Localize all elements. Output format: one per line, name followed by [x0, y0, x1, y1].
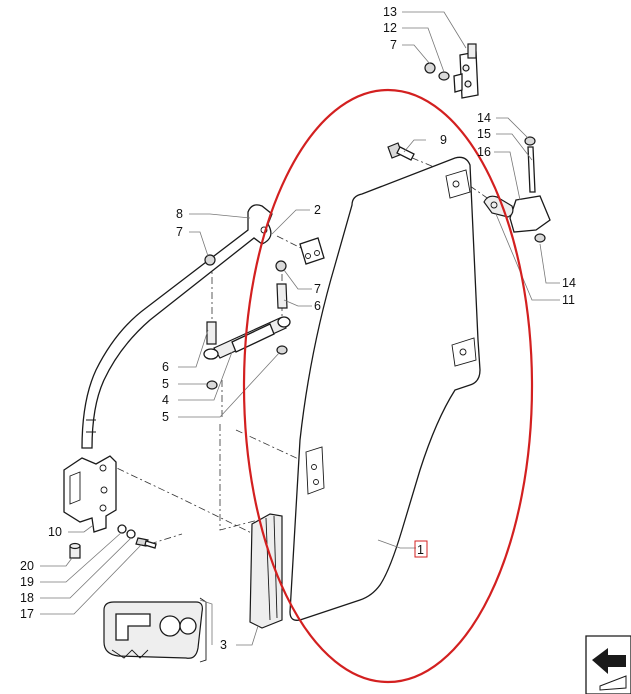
door-glass-panel [289, 156, 481, 621]
callout-10: 10 [48, 525, 62, 539]
seal-profile-icon [103, 601, 203, 659]
callout-8: 8 [176, 207, 183, 221]
callout-4: 4 [162, 393, 169, 407]
fasteners-17-20 [69, 524, 157, 559]
callout-6-left: 6 [162, 360, 169, 374]
callout-3: 3 [220, 638, 227, 652]
seal-strip-3 [249, 513, 283, 629]
callout-13: 13 [383, 5, 397, 19]
callout-6-right: 6 [314, 299, 321, 313]
callout-20: 20 [20, 559, 34, 573]
callout-19: 19 [20, 575, 34, 589]
callout-18: 18 [20, 591, 34, 605]
callout-14-bottom: 14 [562, 276, 576, 290]
highlight-markup [242, 88, 534, 684]
callout-labels: 13 12 7 9 14 15 16 14 11 8 7 2 7 6 6 5 4… [20, 5, 576, 652]
callout-2: 2 [314, 203, 321, 217]
callout-1: 1 [417, 543, 424, 557]
callout-14-top: 14 [477, 111, 491, 125]
callout-7-top: 7 [390, 38, 397, 52]
gas-strut-assembly [203, 254, 291, 390]
callout-11: 11 [562, 293, 575, 307]
leader-lines [40, 11, 560, 646]
callout-15: 15 [477, 127, 491, 141]
callout-7-mid: 7 [314, 282, 321, 296]
arrow-nav-icon[interactable] [585, 635, 631, 694]
callout-9: 9 [440, 133, 447, 147]
highlight-label-box [414, 540, 428, 558]
callout-7-left: 7 [176, 225, 183, 239]
highlight-ellipse [242, 88, 534, 684]
callout-16: 16 [477, 145, 491, 159]
callout-5-upper: 5 [162, 377, 169, 391]
callout-17: 17 [20, 607, 34, 621]
hinge-plate-10 [63, 455, 117, 533]
callout-5-lower: 5 [162, 410, 169, 424]
bracket-2 [299, 237, 325, 265]
callout-12: 12 [383, 21, 397, 35]
top-hinge-assembly [424, 43, 479, 99]
bolt-9 [387, 142, 415, 161]
right-hinge-assembly [483, 136, 551, 243]
seal-detail-bracket [199, 597, 207, 663]
